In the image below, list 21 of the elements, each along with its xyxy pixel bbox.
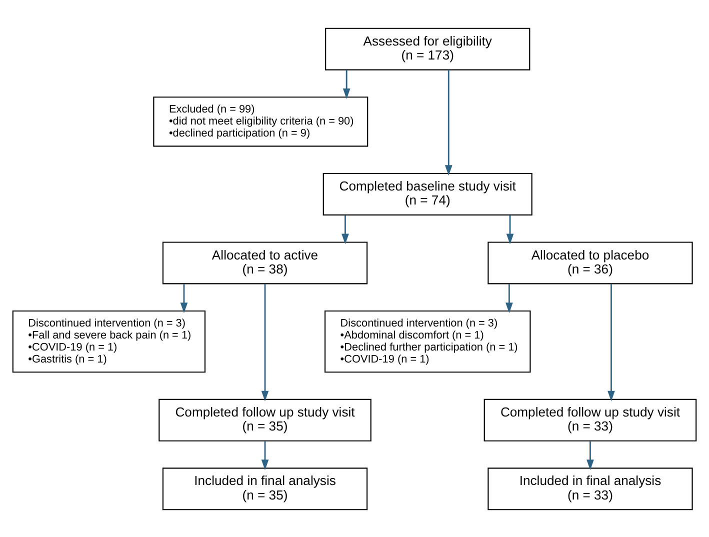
arrow: [342, 214, 349, 244]
node-box: Included in final analysis (n = 35): [162, 467, 368, 510]
arrow: [608, 283, 615, 401]
node-box: Completed follow up study visit (n = 35): [158, 398, 372, 441]
node-box: Allocated to placebo (n = 36): [488, 241, 693, 284]
arrow: [444, 69, 452, 176]
arrow: [342, 70, 350, 99]
arrow: [506, 214, 514, 244]
arrow: [506, 284, 513, 313]
node-box: Excluded (n = 99) •did not meet eligibility criteria (n = 90) •declined participation (n = 9): [153, 96, 368, 146]
node-box: Discontinued intervention (n = 3) •Abdominal discomfort (n = 1) •Declined further participation (n = 1) •COVID-19 (n = 1): [324, 310, 531, 372]
node-box: Assessed for eligibility (n = 173): [325, 27, 530, 70]
arrow: [261, 440, 269, 470]
node-box: Allocated to active (n = 38): [162, 241, 368, 284]
arrow: [261, 283, 269, 401]
node-box: Completed baseline study visit (n = 74): [322, 172, 532, 216]
node-box: Completed follow up study visit (n = 33): [484, 398, 697, 441]
node-box: Discontinued intervention (n = 3) •Fall and severe back pain (n = 1) •COVID-19 (n = 1) •Gastritis (n = 1): [12, 310, 206, 372]
arrow: [586, 440, 594, 470]
node-box: Included in final analysis (n = 33): [488, 467, 693, 510]
arrow: [180, 284, 188, 313]
